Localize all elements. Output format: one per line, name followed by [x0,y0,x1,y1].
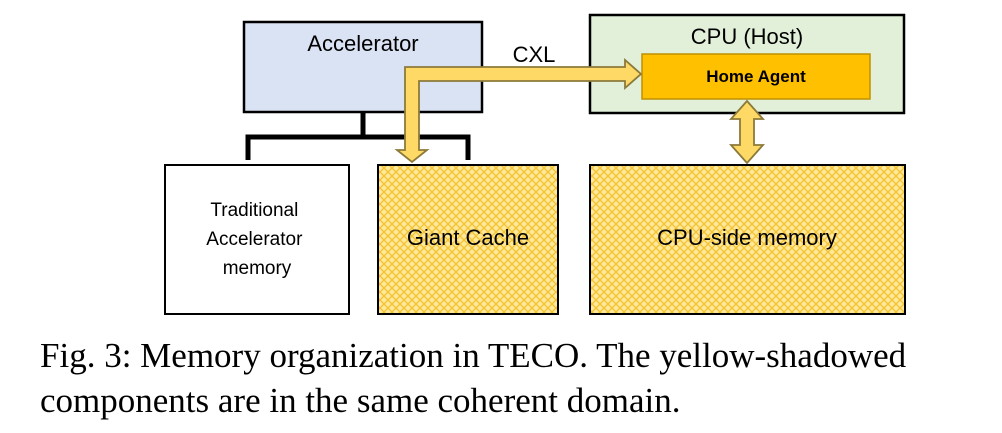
cpu-host-label: CPU (Host) [691,24,803,49]
traditional-memory-line-3: memory [223,258,292,279]
cpu-side-memory-box [589,164,906,315]
home-agent-memory-arrow [728,99,766,165]
traditional-memory-line-2: Accelerator [206,229,303,250]
traditional-memory-block: Traditional Accelerator memory [164,164,350,315]
accelerator-label: Accelerator [307,31,418,56]
figure-caption: Fig. 3: Memory organization in TECO. The… [40,333,990,423]
bracket-connector [245,112,471,160]
cxl-label: CXL [513,42,556,67]
traditional-memory-line-1: Traditional [210,200,298,221]
giant-cache-box [377,164,559,315]
cpu-side-memory-block: CPU-side memory [589,164,906,315]
home-agent-label: Home Agent [706,67,806,86]
memory-organization-diagram: Accelerator CXL CPU (Host) Home Agent Tr… [164,13,906,315]
giant-cache-block: Giant Cache [377,164,559,315]
cxl-link-arrow [394,58,643,164]
caption-line-2: components are in the same coherent doma… [40,381,681,420]
accelerator-memory-bracket [245,112,471,160]
cpu-side-memory-label: CPU-side memory [657,225,837,250]
traditional-memory-box [164,164,350,315]
caption-line-1: Fig. 3: Memory organization in TECO. The… [40,336,907,375]
giant-cache-label: Giant Cache [407,225,529,250]
home-agent-box [641,53,871,100]
cpu-host-block: CPU (Host) Home Agent [588,13,906,115]
traditional-memory-label: Traditional Accelerator memory [206,200,307,279]
